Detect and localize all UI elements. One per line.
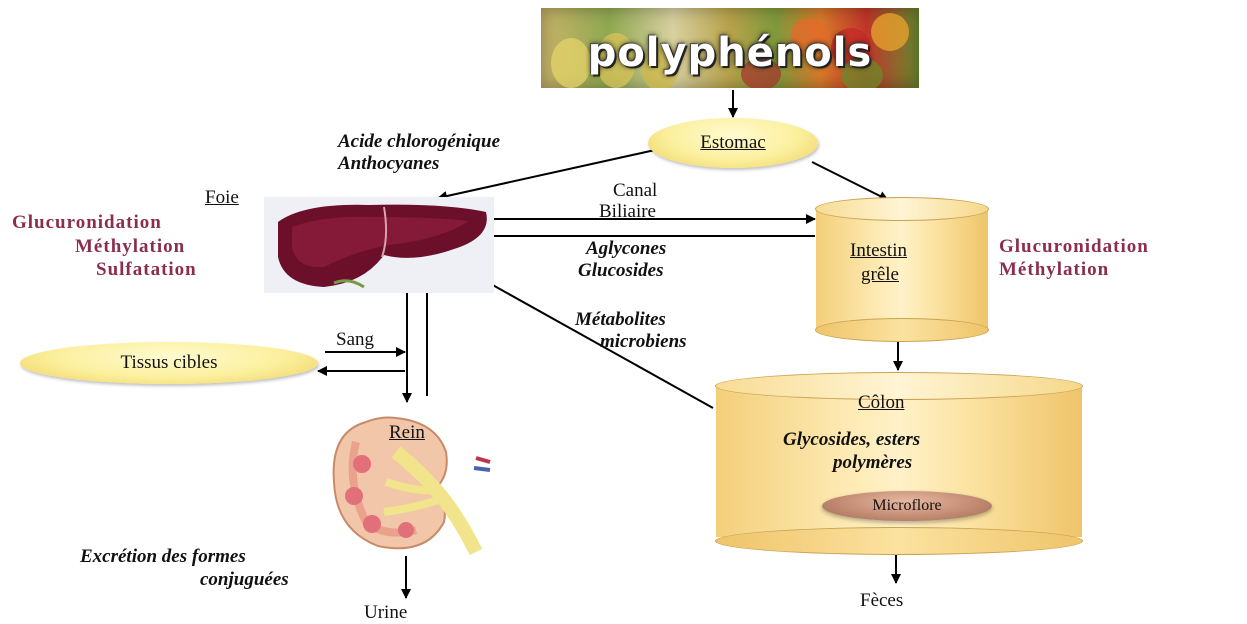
colon-text-line1: Glycosides, esters (783, 429, 920, 451)
foie-label: Foie (205, 187, 239, 209)
liver-process-glucuronidation: Glucuronidation (12, 212, 162, 234)
colon-text-line2: polymères (833, 452, 912, 474)
intestine-process-glucuronidation: Glucuronidation (999, 236, 1149, 258)
colon-label: Côlon (858, 392, 904, 414)
arrow-estomac-to-intestin (812, 162, 888, 200)
biliaire-label: Biliaire (599, 201, 656, 223)
microbiens-label: microbiens (600, 331, 687, 353)
intestin-cylinder (816, 208, 988, 328)
liver-image (264, 197, 494, 293)
sang-label: Sang (336, 329, 374, 351)
rein-label: Rein (389, 422, 425, 444)
tissus-label: Tissus cibles (121, 352, 218, 374)
microflore-label: Microflore (872, 497, 941, 515)
intestine-process-methylation: Méthylation (999, 259, 1109, 281)
tissus-node: Tissus cibles (20, 342, 318, 384)
estomac-label: Estomac (700, 132, 765, 154)
excretion-label-line2: conjuguées (200, 569, 289, 591)
metabolites-label: Métabolites (575, 309, 666, 331)
acide-label: Acide chlorogénique (338, 131, 500, 153)
colon-cylinder-bottom (715, 527, 1083, 555)
microflore-node: Microflore (822, 491, 992, 521)
estomac-node: Estomac (648, 118, 818, 168)
aglycones-label: Aglycones (586, 238, 666, 260)
excretion-label-line1: Excrétion des formes (80, 546, 246, 568)
intestin-label-line1: Intestin (850, 240, 907, 262)
canal-label: Canal (613, 180, 657, 202)
liver-process-methylation: Méthylation (75, 236, 185, 258)
feces-label: Fèces (860, 590, 903, 612)
anthocyanes-label: Anthocyanes (338, 153, 439, 175)
liver-process-sulfatation: Sulfatation (96, 259, 197, 281)
intestin-cylinder-top (815, 197, 989, 221)
intestin-cylinder-bottom (815, 318, 989, 342)
urine-label: Urine (364, 602, 407, 624)
intestin-label-line2: grêle (861, 264, 899, 286)
glucosides-label: Glucosides (578, 260, 664, 282)
